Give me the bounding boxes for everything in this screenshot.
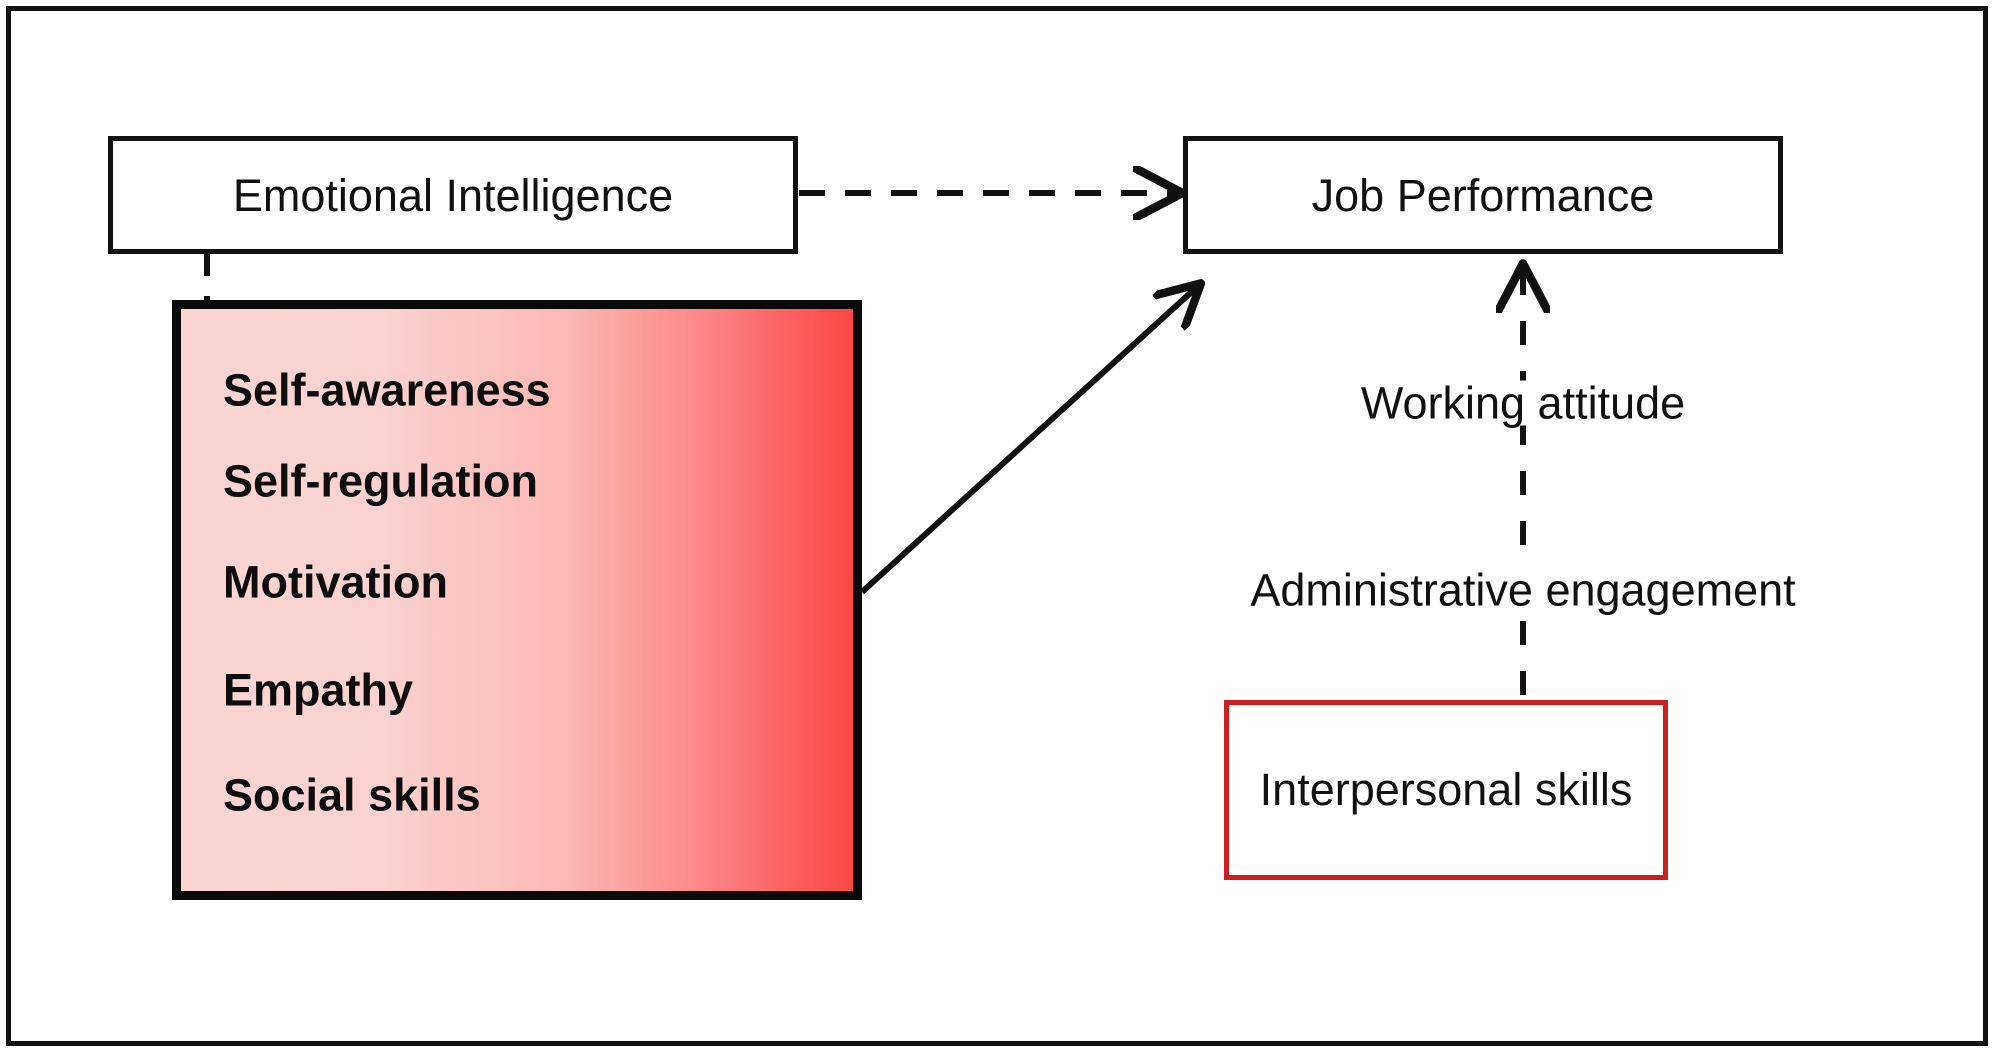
mediator-label-working-attitude: Working attitude	[1350, 380, 1696, 426]
component-item-self-regulation: Self-regulation	[223, 455, 539, 507]
component-item-motivation: Motivation	[223, 556, 448, 608]
component-item-empathy: Empathy	[223, 664, 414, 716]
mediator-label-administrative-engagement: Administrative engagement	[1240, 567, 1806, 613]
node-label-job-performance: Job Performance	[1311, 169, 1655, 221]
component-item-social-skills: Social skills	[223, 769, 481, 821]
component-item-self-awareness: Self-awareness	[223, 364, 551, 416]
node-emotional-intelligence[interactable]: Emotional Intelligence	[108, 136, 798, 254]
node-interpersonal-skills[interactable]: Interpersonal skills	[1224, 700, 1668, 880]
node-job-performance[interactable]: Job Performance	[1183, 136, 1783, 254]
node-label-emotional-intelligence: Emotional Intelligence	[232, 169, 674, 221]
panel-emotional-intelligence-components	[172, 300, 862, 900]
node-label-interpersonal-skills: Interpersonal skills	[1259, 764, 1633, 815]
